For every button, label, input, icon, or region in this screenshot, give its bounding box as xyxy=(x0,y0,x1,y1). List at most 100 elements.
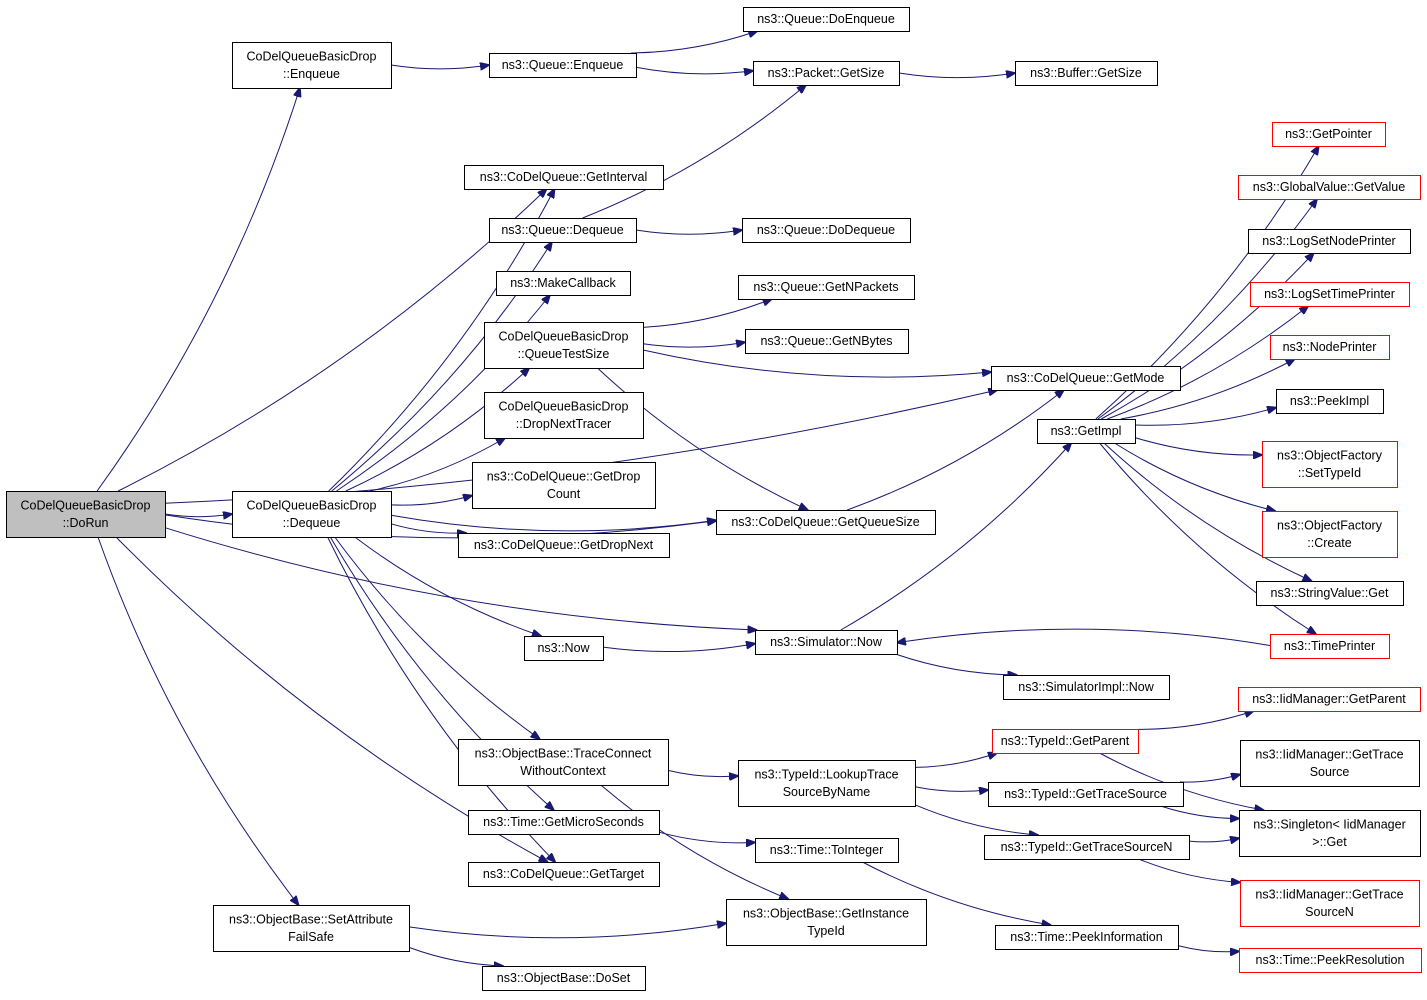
node-box xyxy=(1270,634,1390,659)
node-label-line: ns3::TypeId::GetTraceSource xyxy=(1004,787,1167,801)
node-of-settypeid[interactable]: ns3::ObjectFactory::SetTypeId xyxy=(1262,441,1398,488)
node-gettracesource[interactable]: ns3::TypeId::GetTraceSource xyxy=(988,782,1184,807)
node-box xyxy=(992,729,1139,754)
node-peekimpl[interactable]: ns3::PeekImpl xyxy=(1276,389,1384,414)
node-enqueue-test[interactable]: CoDelQueueBasicDrop::Enqueue xyxy=(232,42,392,89)
edge-queuetestsize-to-getnbytes xyxy=(642,342,745,347)
node-box xyxy=(232,42,392,89)
node-getnbytes[interactable]: ns3::Queue::GetNBytes xyxy=(745,329,909,354)
node-box xyxy=(489,53,637,78)
node-traceconnect[interactable]: ns3::ObjectBase::TraceConnectWithoutCont… xyxy=(458,739,669,786)
node-logsettimeprinter[interactable]: ns3::LogSetTimePrinter xyxy=(1250,282,1410,307)
node-layer: CoDelQueueBasicDrop::DoRunCoDelQueueBasi… xyxy=(6,7,1422,991)
edge-dorun-to-sim_now xyxy=(164,527,757,630)
node-label-line: ns3::GetPointer xyxy=(1285,127,1372,141)
node-box xyxy=(988,782,1184,807)
node-queue-enqueue[interactable]: ns3::Queue::Enqueue xyxy=(489,53,637,78)
node-doset[interactable]: ns3::ObjectBase::DoSet xyxy=(482,966,646,991)
node-iid-gettracesource[interactable]: ns3::IidManager::GetTraceSource xyxy=(1240,740,1420,787)
node-getnpackets[interactable]: ns3::Queue::GetNPackets xyxy=(738,275,915,300)
node-getinterval[interactable]: ns3::CoDelQueue::GetInterval xyxy=(464,165,664,190)
node-getpointer[interactable]: ns3::GetPointer xyxy=(1272,122,1386,147)
edge-dequeue_test-to-getdropnext xyxy=(390,523,466,533)
node-tointeger[interactable]: ns3::Time::ToInteger xyxy=(755,838,899,863)
edge-peekinformation-to-peekresolution xyxy=(1177,945,1239,952)
node-label-line: ns3::ObjectFactory xyxy=(1277,518,1383,532)
node-box xyxy=(716,510,936,535)
node-label-line: ns3::Packet::GetSize xyxy=(768,66,885,80)
node-box xyxy=(458,739,669,786)
edge-timeprinter-to-sim_now xyxy=(897,628,1271,646)
node-label-line: CoDelQueueBasicDrop xyxy=(247,498,377,512)
edge-traceconnect-to-lookuptrace xyxy=(667,769,738,776)
edge-getimpl-to-logsettimeprinter xyxy=(1107,306,1308,420)
node-box xyxy=(482,966,646,991)
node-simimpl-now[interactable]: ns3::SimulatorImpl::Now xyxy=(1003,675,1170,700)
node-label-line: ns3::GlobalValue::GetValue xyxy=(1253,180,1405,194)
node-getdropnext[interactable]: ns3::CoDelQueue::GetDropNext xyxy=(458,533,670,558)
edge-getmicroseconds-to-tointeger xyxy=(658,831,755,843)
node-getqueuesize[interactable]: ns3::CoDelQueue::GetQueueSize xyxy=(716,510,936,535)
node-singleton-get[interactable]: ns3::Singleton< IidManager >::Get xyxy=(1239,810,1421,857)
node-dodequeue[interactable]: ns3::Queue::DoDequeue xyxy=(742,218,911,243)
node-ns3now[interactable]: ns3::Now xyxy=(524,636,604,661)
edge-sim_now-to-simimpl_now xyxy=(895,653,1016,675)
node-globalvalue-getvalue[interactable]: ns3::GlobalValue::GetValue xyxy=(1238,175,1421,200)
node-doenqueue[interactable]: ns3::Queue::DoEnqueue xyxy=(743,7,910,32)
node-label-line: ns3::IidManager::GetTrace xyxy=(1255,887,1403,901)
node-box xyxy=(496,271,631,296)
edge-queue_dequeue-to-packet_getsize xyxy=(582,85,806,219)
node-timeprinter[interactable]: ns3::TimePrinter xyxy=(1270,634,1390,659)
node-label-line: ns3::SimulatorImpl::Now xyxy=(1018,680,1154,694)
node-box xyxy=(524,636,604,661)
node-iid-getparent[interactable]: ns3::IidManager::GetParent xyxy=(1238,687,1421,712)
node-box xyxy=(745,329,909,354)
node-box xyxy=(1272,122,1386,147)
node-gettracesourcen[interactable]: ns3::TypeId::GetTraceSourceN xyxy=(984,835,1190,860)
node-makecallback[interactable]: ns3::MakeCallback xyxy=(496,271,631,296)
edge-lookuptrace-to-gettracesourcen xyxy=(914,804,1038,835)
node-label-line: ::SetTypeId xyxy=(1298,466,1361,480)
node-queue-dequeue[interactable]: ns3::Queue::Dequeue xyxy=(489,218,637,243)
node-peekresolution[interactable]: ns3::Time::PeekResolution xyxy=(1239,948,1422,973)
node-peekinformation[interactable]: ns3::Time::PeekInformation xyxy=(995,925,1179,950)
node-logsetnodeprinter[interactable]: ns3::LogSetNodePrinter xyxy=(1248,229,1411,254)
node-typeid-getparent[interactable]: ns3::TypeId::GetParent xyxy=(992,729,1139,754)
node-box xyxy=(1238,687,1421,712)
edge-queue_enqueue-to-doenqueue xyxy=(631,31,757,54)
node-box xyxy=(743,7,910,32)
node-label-line: >::Get xyxy=(1312,835,1347,849)
node-of-create[interactable]: ns3::ObjectFactory::Create xyxy=(1262,511,1398,558)
node-label-line: FailSafe xyxy=(288,930,334,944)
node-label-line: ns3::CoDelQueue::GetDrop xyxy=(487,469,641,483)
edge-dequeue_test-to-traceconnect xyxy=(334,536,540,739)
node-packet-getsize[interactable]: ns3::Packet::GetSize xyxy=(753,61,900,86)
edge-getimpl-to-timeprinter xyxy=(1099,442,1316,634)
node-gettarget[interactable]: ns3::CoDelQueue::GetTarget xyxy=(468,862,660,887)
node-box xyxy=(1262,511,1398,558)
node-label-line: ::Create xyxy=(1307,536,1352,550)
node-box xyxy=(984,835,1190,860)
node-label-line: ns3::TypeId::GetTraceSourceN xyxy=(1001,840,1173,854)
edge-enqueue_test-to-queue_enqueue xyxy=(390,65,489,69)
node-stringvalue-get[interactable]: ns3::StringValue::Get xyxy=(1256,581,1404,606)
node-sim-now[interactable]: ns3::Simulator::Now xyxy=(755,630,898,655)
node-buffer-getsize[interactable]: ns3::Buffer::GetSize xyxy=(1015,61,1158,86)
node-getimpl[interactable]: ns3::GetImpl xyxy=(1037,419,1136,444)
node-dequeue-test[interactable]: CoDelQueueBasicDrop::Dequeue xyxy=(232,491,392,538)
node-iid-gettracesourcen[interactable]: ns3::IidManager::GetTraceSourceN xyxy=(1240,880,1420,927)
node-label-line: ::Dequeue xyxy=(283,516,341,530)
node-getmode[interactable]: ns3::CoDelQueue::GetMode xyxy=(991,366,1181,391)
node-label-line: ns3::LogSetTimePrinter xyxy=(1264,287,1395,301)
node-label-line: ns3::Queue::DoDequeue xyxy=(757,223,895,237)
edge-tointeger-to-peekinformation xyxy=(862,861,1050,925)
node-nodeprinter[interactable]: ns3::NodePrinter xyxy=(1270,335,1390,360)
node-queuetestsize[interactable]: CoDelQueueBasicDrop::QueueTestSize xyxy=(484,322,644,369)
node-label-line: ns3::CoDelQueue::GetQueueSize xyxy=(731,515,919,529)
node-dropnexttracer[interactable]: CoDelQueueBasicDrop::DropNextTracer xyxy=(484,392,644,439)
node-getmicroseconds[interactable]: ns3::Time::GetMicroSeconds xyxy=(468,810,660,835)
